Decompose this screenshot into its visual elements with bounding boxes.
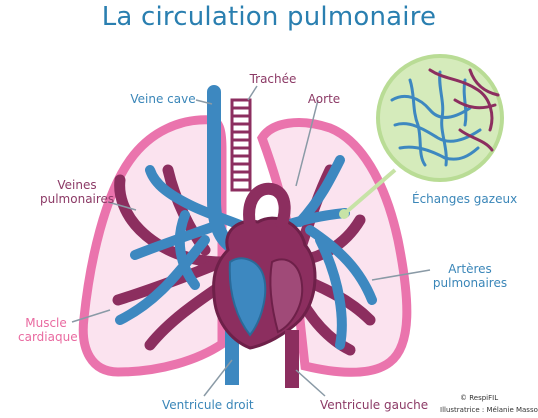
gas-exchange-zoom	[339, 54, 504, 219]
label-arteres-pulmonaires: Artères pulmonaires	[430, 262, 510, 290]
aorta	[243, 182, 291, 231]
label-muscle-cardiaque: Muscle cardiaque	[18, 316, 78, 344]
label-ventricule-droit: Ventricule droit	[162, 398, 254, 412]
leader-lines	[71, 85, 431, 397]
left-ventricle	[269, 258, 304, 334]
label-veines-pulmonaires-line2: pulmonaires	[40, 192, 115, 206]
label-trachee: Trachée	[249, 72, 297, 86]
credit-brand-text: RespiFIL	[469, 394, 499, 402]
label-muscle-cardiaque-line1: Muscle	[25, 316, 67, 330]
label-ventricule-gauche: Ventricule gauche	[320, 398, 429, 412]
label-echanges-gazeux: Échanges gazeux	[412, 192, 518, 206]
label-aorte: Aorte	[307, 92, 341, 106]
right-ventricle	[228, 257, 267, 337]
heart	[212, 182, 317, 350]
label-muscle-cardiaque-line2: cardiaque	[18, 330, 78, 344]
label-veines-pulmonaires-line1: Veines	[57, 178, 97, 192]
page-title: La circulation pulmonaire	[101, 2, 437, 32]
copyright-icon: ©	[460, 394, 467, 402]
label-veine-cave: Veine cave	[130, 92, 196, 106]
label-veines-pulmonaires: Veines pulmonaires	[40, 178, 114, 206]
label-arteres-pulmonaires-line1: Artères	[448, 262, 492, 276]
credit-illustration: Illustratrice : Mélanie Masson	[440, 406, 538, 414]
label-arteres-pulmonaires-line2: pulmonaires	[432, 276, 508, 290]
credit-brand: © RespiFIL	[460, 394, 498, 402]
trachea	[230, 98, 252, 192]
